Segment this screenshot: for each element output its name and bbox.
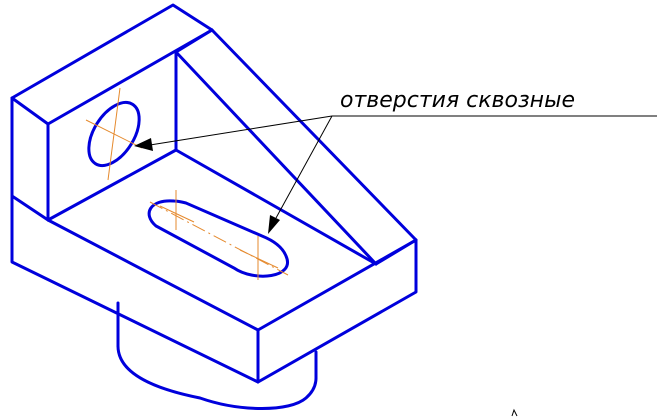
rib-hypotenuse [210,28,418,242]
round-hole-centerline-horizontal [85,119,143,149]
slot-center-right-horizontal [239,249,279,269]
base-floor-edge [174,148,378,266]
rib-bottom-edge [374,238,418,266]
slot-center-left-horizontal [159,205,195,223]
round-hole-contour [87,100,141,168]
callout-leaders [134,115,657,234]
base-top-outer [46,218,418,332]
body-outline [10,3,418,384]
base-right-face [256,238,418,384]
cylindrical-boss [116,301,318,410]
base-inner-corner [46,148,178,222]
arrowhead-slot [268,215,280,234]
slot-through-hole [147,190,289,280]
base-left-face [10,194,260,384]
slot-contour [147,199,289,278]
wall-front-face [10,96,50,222]
callout-label: отверстия сквозные [340,88,575,113]
arrowhead-round-hole [134,138,153,151]
boss-bottom-contour [116,344,318,410]
rib-inner-edge [174,50,378,266]
wall-inner-edge [174,28,214,152]
partial-mark [511,408,518,417]
wall-top-face [10,3,214,126]
round-through-hole [85,87,143,181]
slot-axis-line [149,201,289,276]
leader-to-slot [275,115,333,219]
leader-to-round-hole [149,115,333,146]
